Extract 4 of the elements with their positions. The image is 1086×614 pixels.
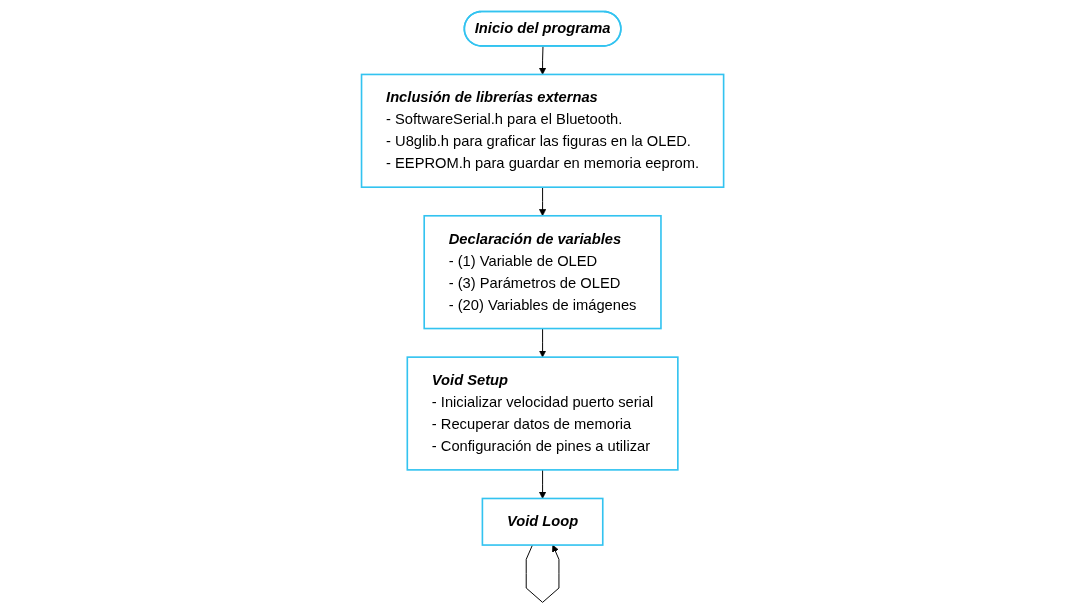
node-box: Inclusión de librerías externas - SoftwareSerial.h para el Bluetooth. - U8glib.h para graficar las figuras en la OLED. - EEPROM.h para guardar en memoria eeprom. (361, 73, 725, 188)
node-box: Void Loop (482, 497, 604, 546)
node-box: Declaración de variables - (1) Variable de OLED - (3) Parámetros de OLED - (20) Variables de imágenes (423, 214, 663, 330)
node-box: Void Setup - Inicializar velocidad puerto serial - Recuperar datos de memoria - Configuración de pines a utilizar (406, 356, 680, 471)
